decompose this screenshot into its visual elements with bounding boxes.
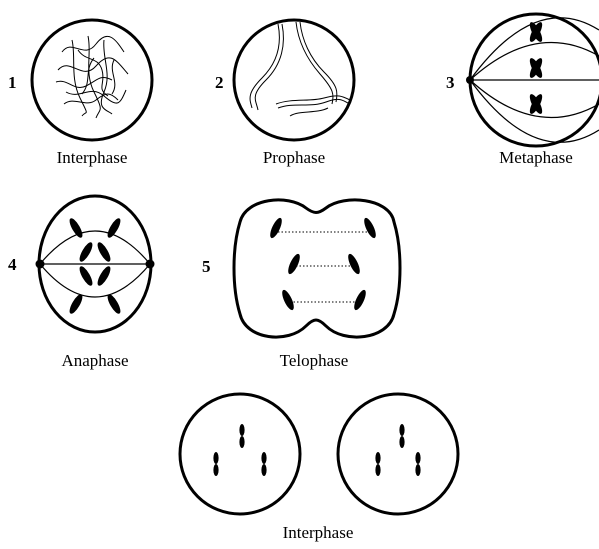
cell-outline (32, 20, 152, 140)
centrosome-right (146, 260, 155, 269)
stage-prophase: 2 Prophase (215, 20, 354, 167)
stage-anaphase: 4 Anaphase (8, 196, 155, 370)
stage-interphase: 1 Interphase (8, 20, 152, 167)
daughter-chromosomes-left (213, 424, 266, 476)
centrosome (466, 76, 474, 84)
stage-number-4: 4 (8, 255, 17, 274)
spindle-fibers (40, 231, 150, 297)
daughter-cell-left (180, 394, 300, 514)
stage-number-2: 2 (215, 73, 224, 92)
stage-number-5: 5 (202, 257, 211, 276)
telophase-chromosomes (268, 216, 378, 311)
stage-metaphase: 3 Metaphase (446, 14, 599, 167)
stage-telophase: 5 Telophase (202, 200, 400, 370)
cell-outline-pinching (234, 200, 400, 337)
stage-label-5: Telophase (280, 351, 349, 370)
daughter-cell-right (338, 394, 458, 514)
stage-label-3: Metaphase (499, 148, 573, 167)
final-stage-label: Interphase (283, 523, 354, 542)
stage-label-4: Anaphase (61, 351, 128, 370)
stage-label-1: Interphase (57, 148, 128, 167)
stage-daughter-cells: Interphase (180, 394, 458, 542)
chromatin-threads (56, 36, 128, 118)
cell-outline (234, 20, 354, 140)
stage-number-1: 1 (8, 73, 17, 92)
stage-number-3: 3 (446, 73, 455, 92)
stage-label-2: Prophase (263, 148, 325, 167)
daughter-chromosomes-right (375, 424, 420, 476)
metaphase-chromosomes (527, 21, 544, 116)
centrosome-left (36, 260, 45, 269)
